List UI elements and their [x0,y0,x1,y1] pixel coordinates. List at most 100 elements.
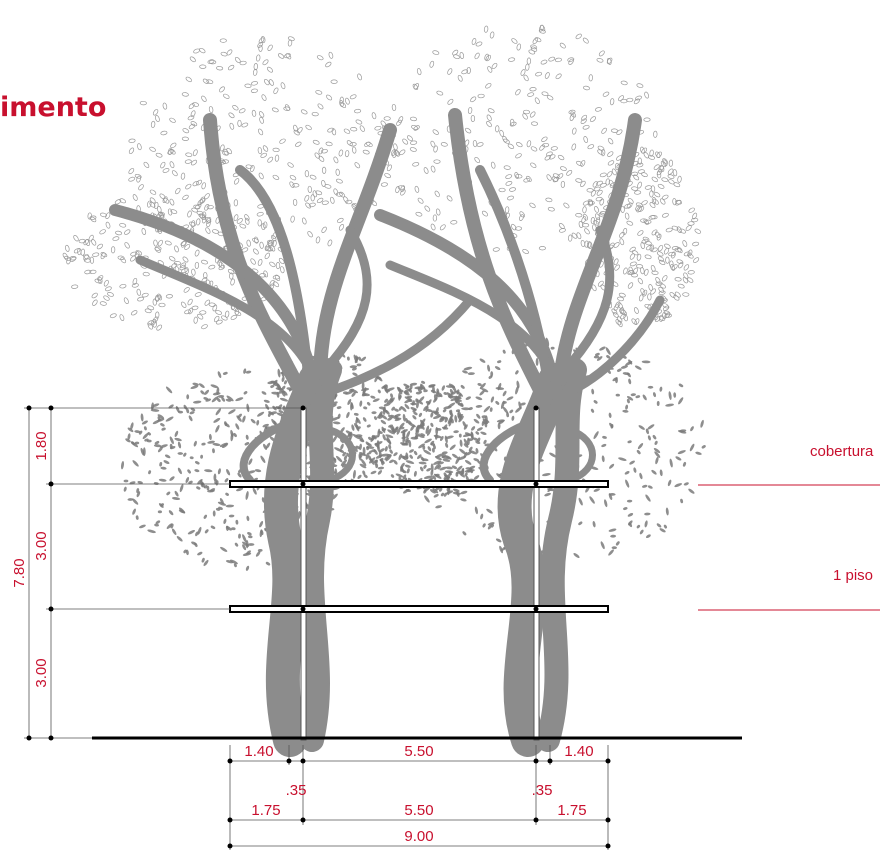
leaf-outline [508,57,516,62]
leaf-outline [657,183,665,189]
leaf-outline [155,152,163,158]
leaf-outline [206,220,211,228]
leaf-outline [354,162,361,169]
leaf-solid [247,532,252,536]
leaf-outline [335,178,343,184]
dim-height-bottom: 3.00 [33,658,50,687]
leaf-solid [415,391,421,395]
leaf-solid [386,436,392,445]
leaf-outline [208,264,216,270]
leaf-outline [305,124,312,131]
leaf-solid [466,451,472,456]
leaf-solid [652,392,657,398]
leaf-solid [141,420,148,425]
leaf-outline [204,204,210,211]
leaf-solid [236,415,242,422]
leaf-solid [656,401,660,406]
leaf-outline [250,88,258,93]
leaf-outline [606,57,613,64]
leaf-outline [311,111,319,117]
leaf-solid [515,370,519,375]
leaf-solid [375,376,382,380]
leaf-solid [645,494,651,502]
leaf-solid [430,389,437,394]
leaf-outline [261,94,267,101]
leaf-outline [136,288,142,296]
leaf-solid [467,372,475,376]
leaf-solid [168,510,174,516]
leaf-outline [233,214,239,222]
leaf-outline [586,241,592,249]
leaf-solid [390,474,395,478]
leaf-solid [462,531,467,536]
leaf-solid [213,417,221,423]
leaf-outline [97,275,104,281]
leaf-solid [403,391,409,394]
leaf-outline [626,220,634,226]
leaf-outline [644,219,652,224]
leaf-outline [212,304,218,312]
leaf-solid [465,467,473,471]
leaf-solid [659,528,666,533]
leaf-outline [534,37,542,43]
leaf-solid [647,485,653,489]
leaf-outline [435,208,441,216]
leaf-solid [460,498,467,502]
leaf-outline [520,69,526,76]
leaf-outline [184,266,189,275]
leaf-solid [626,398,630,404]
leaf-outline [279,138,286,144]
leaf-outline [440,142,448,147]
leaf-outline [293,129,300,136]
leaf-solid [520,402,526,406]
vertical-dimension-ticks [26,405,539,741]
leaf-solid [123,479,129,483]
leaf-outline [199,47,206,54]
leaf-outline [545,197,553,203]
leaf-outline [635,95,642,101]
leaf-solid [233,563,237,568]
leaf-outline [532,37,539,45]
leaf-solid [635,395,641,399]
leaf-solid [456,470,462,474]
leaf-solid [147,529,156,534]
leaf-outline [656,233,662,241]
leaf-outline [594,107,602,112]
leaf-solid [437,461,444,465]
leaf-outline [223,93,230,99]
leaf-solid [381,428,387,432]
drawing-title: imento [0,92,107,123]
leaf-outline [614,264,620,271]
leaf-outline [626,202,633,209]
leaf-outline [659,283,666,289]
leaf-solid [177,452,184,455]
leaf-solid [242,415,246,423]
leaf-outline [103,279,109,287]
leaf-outline [475,41,483,47]
leaf-solid [463,451,468,459]
leaf-outline [424,205,431,212]
leaf-solid [487,364,491,372]
leaf-solid [359,452,367,457]
leaf-outline [538,29,546,34]
leaf-outline [230,314,238,320]
leaf-outline [244,83,252,88]
leaf-outline [163,197,170,204]
leaf-outline [366,141,373,147]
leaf-solid [161,427,166,431]
leaf-outline [633,174,640,181]
leaf-solid [454,398,462,402]
leaf-solid [246,515,250,522]
leaf-outline [190,220,196,228]
leaf-outline [325,141,333,147]
leaf-outline [607,151,614,157]
leaf-outline [371,112,377,120]
leaf-solid [545,337,550,347]
leaf-solid [610,424,614,429]
leaf-outline [259,241,264,249]
leaf-solid [218,506,223,510]
leaf-outline [183,287,190,293]
leaf-solid [659,386,663,392]
leaf-outline [650,247,658,253]
leaf-outline [397,185,405,190]
